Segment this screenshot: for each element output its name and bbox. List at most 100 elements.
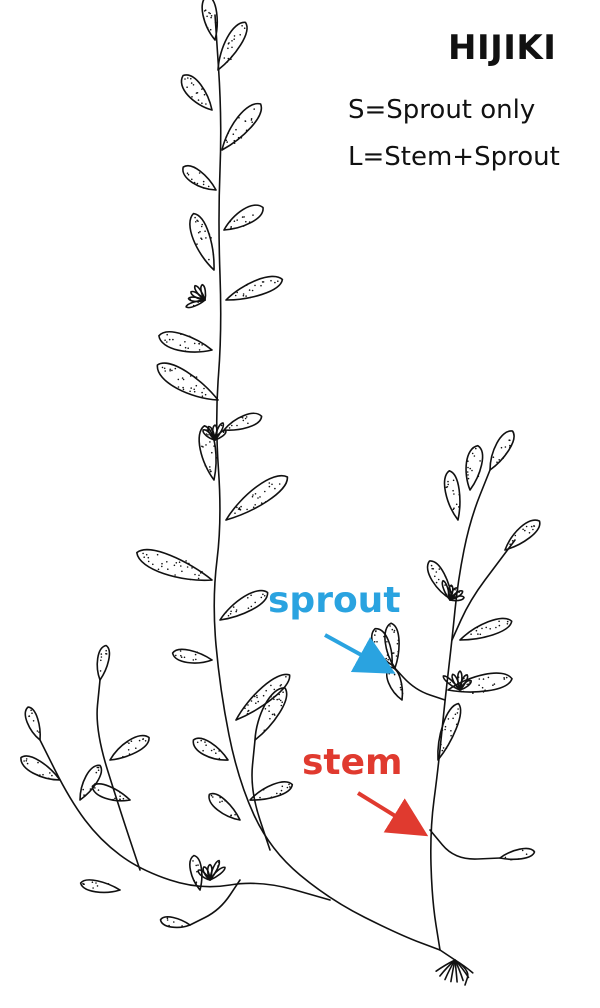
stipple-dot bbox=[166, 919, 169, 921]
stipple-dot bbox=[449, 681, 452, 684]
stipple-dot bbox=[189, 390, 191, 393]
stipple-dot bbox=[193, 342, 196, 345]
stipple-dot bbox=[100, 659, 102, 662]
stipple-dot bbox=[280, 789, 283, 792]
stipple-dot bbox=[442, 747, 445, 749]
leaf bbox=[202, 429, 216, 441]
stipple-dot bbox=[241, 216, 244, 218]
stipple-dot bbox=[205, 237, 207, 239]
stipple-dot bbox=[201, 344, 203, 346]
stipple-dot bbox=[457, 708, 459, 710]
leaf bbox=[225, 275, 284, 301]
leaf bbox=[207, 425, 216, 441]
stipple-dot bbox=[182, 378, 185, 381]
stipple-dot bbox=[262, 694, 265, 697]
stipple-dot bbox=[470, 633, 472, 635]
stipple-dot bbox=[219, 796, 221, 799]
leaf bbox=[489, 430, 515, 471]
stipple-dot bbox=[393, 652, 395, 654]
stipple-dot bbox=[201, 238, 203, 240]
stipple-dot bbox=[509, 543, 511, 545]
stipple-dot bbox=[440, 743, 442, 746]
stipple-dot bbox=[204, 393, 207, 396]
stipple-dot bbox=[234, 512, 236, 514]
stipple-dot bbox=[388, 672, 391, 675]
stipple-dot bbox=[168, 338, 171, 341]
stipple-dot bbox=[228, 42, 230, 44]
stipple-dot bbox=[247, 710, 249, 712]
stipple-dot bbox=[214, 21, 217, 24]
stipple-dot bbox=[205, 433, 208, 435]
stipple-dot bbox=[453, 507, 455, 510]
stipple-dot bbox=[211, 451, 213, 454]
stipple-dot bbox=[211, 877, 214, 879]
stipple-dot bbox=[210, 236, 212, 239]
stipple-dot bbox=[257, 497, 259, 499]
stipple-dot bbox=[240, 505, 242, 508]
stipple-dot bbox=[244, 120, 247, 122]
stipple-dot bbox=[204, 464, 207, 467]
stipple-dot bbox=[191, 178, 193, 181]
stipple-dot bbox=[128, 753, 131, 755]
stipple-dot bbox=[181, 570, 183, 573]
stipple-dot bbox=[386, 654, 389, 656]
stipple-dot bbox=[186, 172, 189, 174]
stipple-dot bbox=[487, 676, 490, 679]
stipple-dot bbox=[393, 629, 396, 632]
stipple-dot bbox=[492, 456, 495, 459]
stipple-dot bbox=[212, 253, 215, 256]
leaf bbox=[192, 737, 229, 761]
stipple-dot bbox=[477, 475, 480, 478]
stipple-dot bbox=[251, 495, 254, 498]
mid-branch bbox=[251, 739, 271, 851]
stipple-dot bbox=[509, 446, 511, 449]
stipple-dot bbox=[91, 881, 94, 883]
stipple-dot bbox=[467, 466, 469, 469]
stipple-dot bbox=[100, 653, 103, 655]
stipple-dot bbox=[250, 119, 253, 121]
stipple-dot bbox=[386, 641, 388, 643]
stipple-dot bbox=[210, 16, 212, 19]
stipple-dot bbox=[524, 529, 526, 532]
stipple-dot bbox=[194, 573, 196, 576]
stipple-dot bbox=[138, 739, 141, 742]
leaf bbox=[189, 212, 215, 271]
stipple-dot bbox=[231, 55, 233, 58]
stipple-dot bbox=[201, 102, 203, 104]
stipple-dot bbox=[432, 568, 435, 570]
stipple-dot bbox=[95, 771, 98, 774]
leaf bbox=[189, 854, 203, 891]
stipple-dot bbox=[233, 227, 235, 230]
stipple-dot bbox=[177, 378, 180, 381]
leaf bbox=[249, 781, 294, 801]
stipple-dot bbox=[230, 58, 232, 61]
stipple-dot bbox=[205, 444, 207, 446]
stipple-dot bbox=[506, 623, 509, 625]
leaf bbox=[449, 590, 464, 601]
stipple-dot bbox=[239, 34, 241, 36]
stipple-dot bbox=[197, 293, 200, 296]
stipple-dot bbox=[215, 752, 217, 754]
stipple-dot bbox=[255, 694, 258, 697]
stipple-dot bbox=[185, 560, 187, 562]
stipple-dot bbox=[126, 741, 129, 743]
stipple-dot bbox=[222, 431, 225, 434]
stipple-dot bbox=[485, 626, 488, 629]
stipple-dot bbox=[466, 683, 469, 686]
leaf bbox=[180, 74, 213, 111]
stipple-dot bbox=[502, 457, 504, 460]
stipple-dot bbox=[498, 459, 501, 461]
stipple-dot bbox=[470, 630, 473, 632]
stipple-dot bbox=[400, 688, 402, 691]
stipple-dot bbox=[270, 279, 272, 282]
stipple-dot bbox=[202, 180, 205, 183]
leaf bbox=[209, 866, 226, 881]
stipple-dot bbox=[262, 593, 264, 596]
leaf bbox=[197, 869, 211, 881]
stipple-dot bbox=[191, 96, 193, 98]
stipple-dot bbox=[441, 729, 444, 731]
stipple-dot bbox=[178, 561, 181, 563]
stipple-dot bbox=[452, 479, 455, 482]
stipple-dot bbox=[263, 729, 266, 732]
leaf bbox=[443, 470, 461, 521]
